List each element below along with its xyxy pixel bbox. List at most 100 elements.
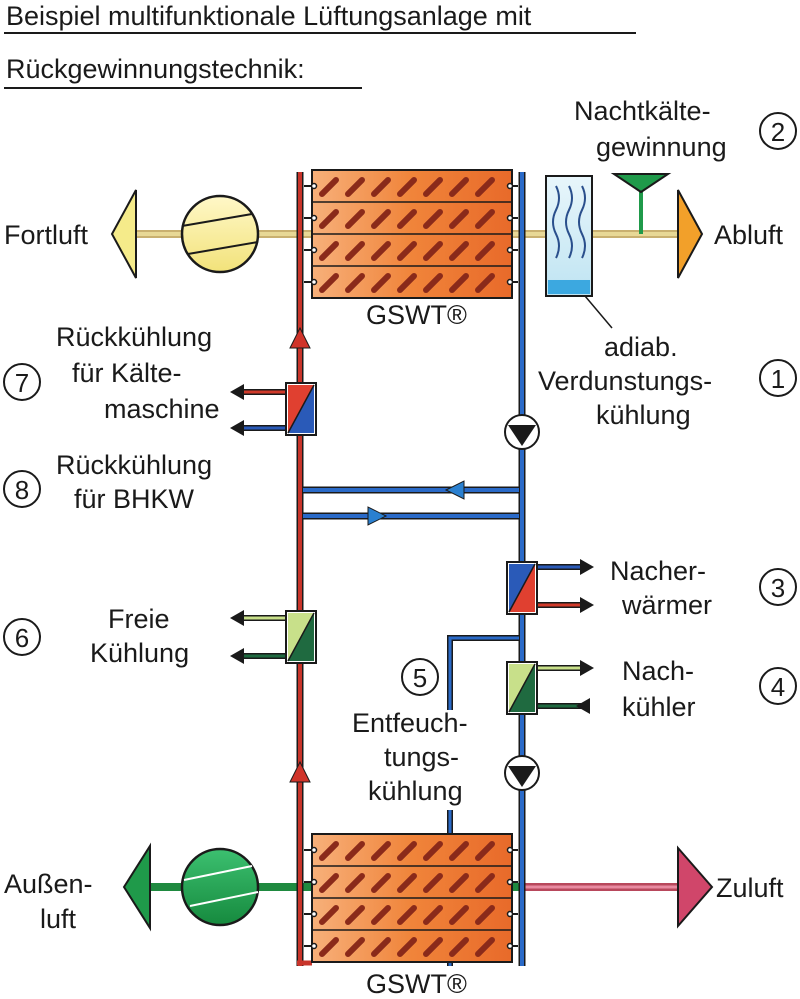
coil-segment [371,273,391,293]
aussenluft-label-2: luft [40,904,77,934]
coil-segment [423,273,443,293]
coil-segment [371,873,391,893]
aussenluft-inlet-icon [122,842,151,932]
pipe-joint [506,182,514,190]
coil-segment [319,177,339,197]
coil-segment [449,241,469,261]
gswt-top-exchanger [311,169,513,299]
coil-segment [423,241,443,261]
svg-text:6: 6 [15,623,29,653]
coil-segment [397,905,417,925]
svg-text:8: 8 [15,475,29,505]
marker-1: 1 [759,359,797,397]
rk-kaelte-label-1: Rückkühlung [56,322,212,352]
supply-fan-icon [180,847,260,927]
nachk-label-2: kühler [622,692,696,722]
pump-icon [504,755,540,791]
coil-segment [319,873,339,893]
coil-segment [475,841,495,861]
coil-segment [397,241,417,261]
abluft-inlet-icon [677,189,704,279]
aftercooler-exchanger [506,660,594,715]
pipe-joint [310,214,318,222]
coil-segment [371,177,391,197]
adiab-label-2: Verdunstungs- [538,366,712,396]
coil-segment [319,241,339,261]
pipe-joint [506,214,514,222]
freie-label-1: Freie [108,604,170,634]
flow-up-arrow-icon [289,760,311,783]
coil-segment [423,209,443,229]
coil-segment [475,937,495,957]
adiab-label-3: kühlung [596,400,691,430]
bhkw-loop [303,480,519,526]
coil-segment [475,873,495,893]
nachtkaelte-label-2: gewinnung [596,132,727,162]
rk-kaelte-label-3: maschine [104,394,220,424]
zuluft-label: Zuluft [716,873,784,903]
pipe-joint [506,278,514,286]
gswt-top-label: GSWT® [366,300,467,330]
rk-bhkw-label-2: für BHKW [74,484,195,514]
coil-segment [371,241,391,261]
pipe-joint [310,942,318,950]
coil-segment [423,177,443,197]
night-cooling-intake-icon [610,173,672,194]
pipe-joint [506,878,514,886]
marker-4: 4 [759,667,797,705]
coil-segment [371,209,391,229]
pipe-joint [310,278,318,286]
coil-segment [319,209,339,229]
coil-segment [345,273,365,293]
coil-segment [449,873,469,893]
gswt-bottom-exchanger [311,833,513,963]
free-cooling-exchanger [230,610,317,664]
coil-segment [423,841,443,861]
rk-bhkw-label-1: Rückkühlung [56,450,212,480]
marker-5: 5 [401,658,439,696]
coil-segment [319,905,339,925]
pipe-joint [310,846,318,854]
coil-segment [371,841,391,861]
svg-text:2: 2 [771,117,785,147]
zuluft-outlet-icon [677,845,714,929]
coil-segment [371,905,391,925]
exhaust-fan-icon [180,194,260,274]
coil-segment [397,177,417,197]
coil-segment [475,905,495,925]
coil-segment [345,873,365,893]
nachk-label-1: Nach- [622,656,694,686]
chiller-recooling-exchanger [230,382,317,436]
reheater-exchanger [506,559,594,615]
pipe-joint [310,182,318,190]
marker-2: 2 [759,112,797,150]
svg-text:4: 4 [771,672,785,702]
pipe-joint [506,246,514,254]
adiab-label-1: adiab. [604,332,678,362]
coil-segment [345,905,365,925]
pipe-joint [310,910,318,918]
coil-segment [423,905,443,925]
pipe-joint [310,878,318,886]
pump-icon [504,414,540,450]
nacherw-label-1: Nacher- [610,556,706,586]
coil-segment [397,209,417,229]
coil-segment [449,273,469,293]
coil-segment [397,873,417,893]
coil-segment [449,209,469,229]
title-line-1: Beispiel multifunktionale Lüftungsanlage… [6,1,532,31]
flow-up-arrow-icon [289,326,311,349]
marker-6: 6 [3,618,41,656]
coil-segment [371,937,391,957]
marker-3: 3 [759,568,797,606]
coil-segment [345,841,365,861]
marker-8: 8 [3,470,41,508]
entf-label-3: kühlung [368,776,463,806]
pipe-joint [310,246,318,254]
coil-segment [475,177,495,197]
pipe-joint [506,910,514,918]
pipe-joint [506,942,514,950]
coil-segment [449,905,469,925]
gswt-bottom-label: GSWT® [366,969,467,999]
